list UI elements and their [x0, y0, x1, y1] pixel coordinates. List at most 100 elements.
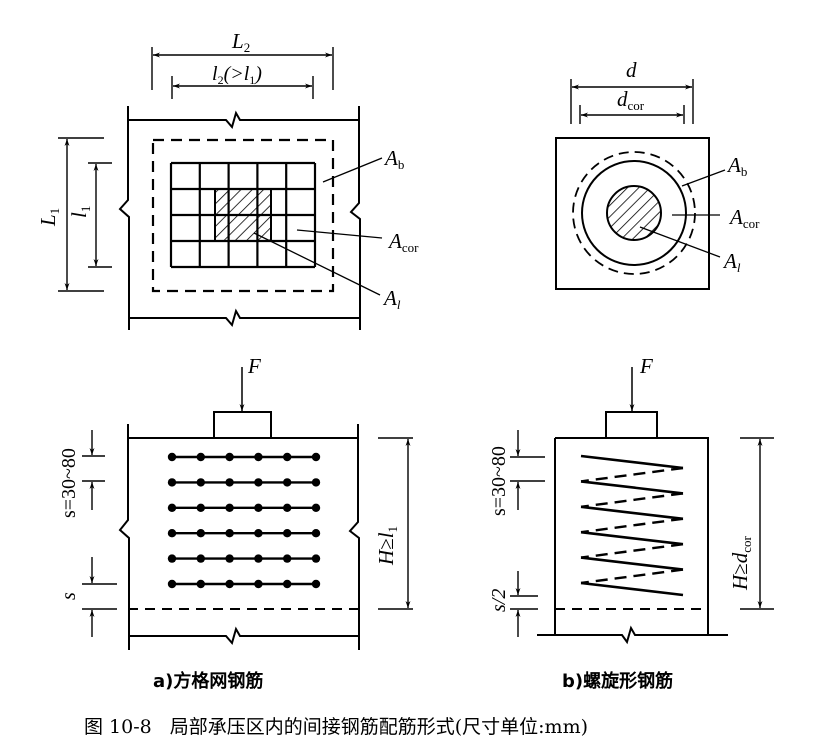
bearing-plate-a [213, 411, 272, 438]
subcaption-b: b)螺旋形钢筋 [562, 670, 673, 692]
mesh-bar-section-dot [254, 452, 263, 462]
label-l1: l1 [67, 206, 93, 218]
figure-title: 局部承压区内的间接钢筋配筋形式(尺寸单位:mm) [170, 716, 588, 738]
leader-Ab [322, 157, 383, 183]
spiral-core-circle [581, 160, 687, 266]
mesh-bar-section-dot [283, 579, 292, 589]
mesh-bar-section-dot [254, 579, 263, 589]
mesh-bar-section-dot [167, 554, 177, 563]
label-Al-b: Al [722, 249, 741, 275]
label-s-half-b: s/2 [488, 589, 510, 612]
mesh-bar-section-dot [311, 452, 321, 462]
mesh-bar-section-dot [283, 529, 292, 538]
mesh-bar-section-dot [311, 503, 321, 512]
label-Ab-b: Ab [726, 153, 747, 179]
mesh-bar-section-dot [254, 554, 263, 563]
mesh-bar-section-dot [167, 529, 177, 538]
label-s-range-a: s=30~80 [58, 448, 80, 518]
dimension-spacing-b [510, 430, 545, 637]
mesh-bar-section-dot [254, 503, 263, 512]
label-s-range-b: s=30~80 [488, 446, 510, 516]
mesh-bar-section-dot [254, 529, 263, 538]
label-L2: L2 [231, 29, 250, 55]
mesh-bar-section-dot [283, 503, 292, 512]
label-H-b: H≥dcor [728, 536, 754, 591]
spiral-front-segment [580, 480, 684, 495]
spiral-back-segment [580, 517, 684, 534]
label-s-a: s [58, 592, 80, 600]
leader-Acor [296, 229, 383, 239]
concrete-block-elevation-a [118, 424, 360, 650]
spiral-front-segment [580, 505, 684, 521]
concrete-block-outline [118, 106, 361, 330]
figure-number: 图 10-8 [84, 716, 152, 738]
mesh-bar-section-dot [311, 579, 321, 589]
label-d: d [626, 58, 637, 82]
label-Ab-a: Ab [383, 146, 404, 172]
mesh-bar-section-dot [283, 554, 292, 563]
subcaption-a: a)方格网钢筋 [153, 670, 263, 692]
spiral-front-segment [580, 530, 684, 546]
leader-Al [253, 232, 381, 296]
loaded-area-Al-circle [606, 185, 662, 241]
mesh-plan-view [58, 47, 383, 330]
figure-caption: 图 10-8 局部承压区内的间接钢筋配筋形式(尺寸单位:mm) [84, 716, 588, 738]
leader-Al-b [639, 226, 721, 258]
spiral-back-segment [580, 466, 684, 483]
mesh-bar-section-dot [254, 478, 263, 487]
mesh-elevation-view [82, 367, 413, 650]
label-H-a: H≥l1 [374, 526, 400, 566]
mesh-bar-section-dot [225, 529, 234, 538]
spiral-elevation-view [510, 367, 774, 645]
mesh-grid [169, 161, 317, 269]
label-Acor-a: Acor [387, 229, 419, 255]
label-F-b: F [639, 354, 653, 378]
label-Acor-b: Acor [728, 205, 760, 231]
mesh-bar-section-dot [225, 579, 234, 589]
label-Al-a: Al [382, 286, 401, 312]
dimension-L2 [151, 47, 334, 90]
label-L1: L1 [36, 208, 62, 227]
bearing-area-Ab-outline [151, 138, 335, 293]
spiral-back-segment [580, 492, 684, 508]
spiral-front-segment [580, 581, 684, 597]
label-l2: l2(>l1) [212, 63, 262, 87]
dimension-H-b [740, 437, 774, 610]
bearing-plate-b [605, 411, 658, 438]
spiral-front-segment [580, 556, 684, 571]
mesh-bar-section-dot [283, 452, 292, 462]
concrete-block-elevation-b [537, 437, 728, 645]
mesh-bar-section-dot [225, 452, 234, 462]
dimension-spacing-a [82, 430, 117, 637]
mesh-layers [167, 452, 321, 589]
mesh-bar-section-dot [196, 452, 205, 462]
mesh-bar-section-dot [196, 529, 205, 538]
label-dcor: dcor [617, 87, 645, 113]
bearing-area-Ab-circle [572, 151, 696, 275]
mesh-bar-section-dot [167, 452, 177, 462]
mesh-bar-section-dot [311, 554, 321, 563]
mesh-bar-section-dot [196, 478, 205, 487]
spiral-back-segment [580, 568, 684, 585]
mesh-bar-section-dot [311, 478, 321, 487]
leader-Ab-b [681, 169, 726, 187]
spiral-back-segment [580, 543, 684, 559]
dimension-l2 [171, 76, 314, 99]
spiral-plan-view [555, 79, 726, 290]
dimension-H-a [378, 437, 413, 610]
dimension-L1 [58, 137, 104, 292]
mesh-bar-section-dot [311, 529, 321, 538]
mesh-bar-section-dot [167, 579, 177, 589]
spiral-front-segment [580, 454, 684, 470]
column-section-outline [555, 137, 710, 290]
mesh-bar-section-dot [167, 478, 177, 487]
mesh-bar-section-dot [225, 478, 234, 487]
mesh-bar-section-dot [167, 503, 177, 512]
dimension-d [570, 79, 694, 124]
mesh-bar-section-dot [196, 503, 205, 512]
mesh-bar-section-dot [196, 579, 205, 589]
mesh-bar-section-dot [196, 554, 205, 563]
dimension-l1 [88, 162, 112, 268]
label-F-a: F [247, 354, 261, 378]
